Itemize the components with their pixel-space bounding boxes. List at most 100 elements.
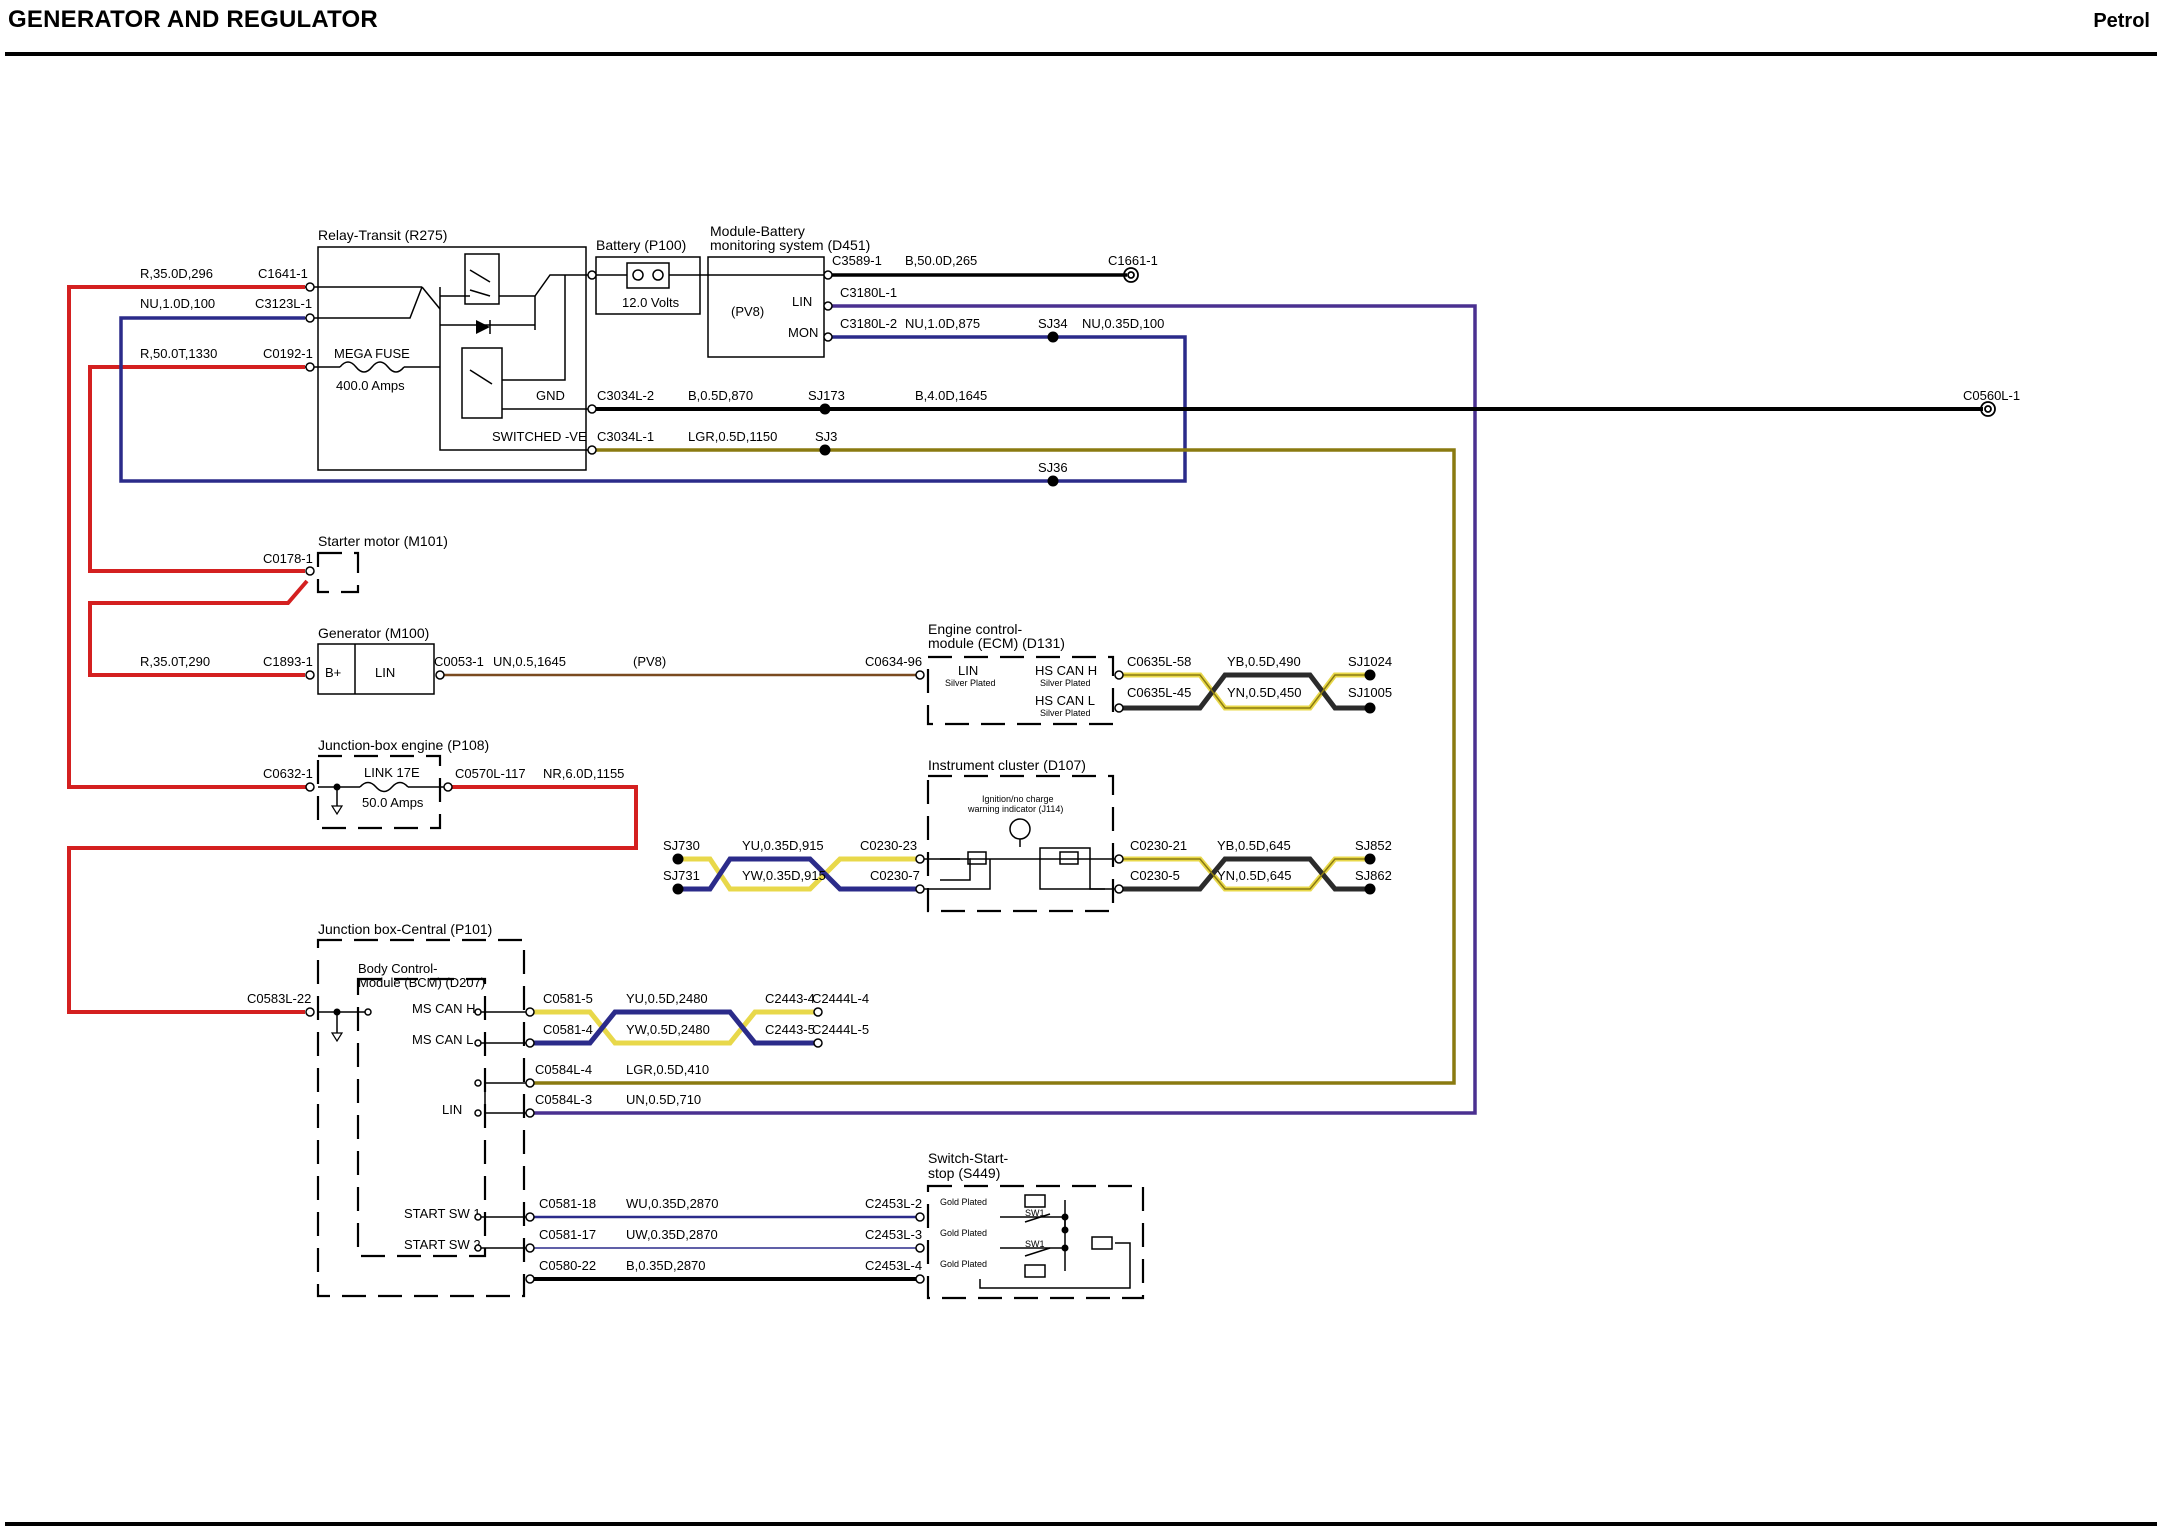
conn-c0053: C0053-1	[434, 654, 484, 669]
wire-label-r-1330: R,50.0T,1330	[140, 346, 217, 361]
page-title: GENERATOR AND REGULATOR	[8, 6, 378, 33]
ecm-title-2: module (ECM) (D131)	[928, 635, 1065, 651]
twisted-pair-ms-can	[530, 1009, 818, 1046]
conn-c0230-5: C0230-5	[1130, 868, 1180, 883]
generator-bplus: B+	[325, 665, 341, 680]
splice-sj730: SJ730	[663, 838, 700, 853]
wire-r-296	[67, 285, 307, 789]
ecm-lin-plating: Silver Plated	[945, 678, 996, 688]
relay-switched-label: SWITCHED -VE	[492, 429, 587, 444]
twisted-pair-cluster-left	[678, 856, 920, 892]
conn-c0634-96: C0634-96	[865, 654, 922, 669]
ecm-title-1: Engine control-	[928, 621, 1023, 637]
bcm-title-1: Body Control-	[358, 961, 437, 976]
jb-central-title: Junction box-Central (P101)	[318, 921, 492, 937]
bms-pv8: (PV8)	[731, 304, 764, 319]
switch-plating-1: Gold Plated	[940, 1197, 987, 1207]
battery-voltage: 12.0 Volts	[622, 295, 680, 310]
bcm-start-sw-1: START SW 1	[404, 1206, 481, 1221]
wire-label-r-290: R,35.0T,290	[140, 654, 210, 669]
wire-nu-100	[119, 316, 1187, 483]
splice-sj862: SJ862	[1355, 868, 1392, 883]
relay-transit: Relay-Transit (R275) MEGA FUSE 400.0 Amp…	[305, 227, 592, 471]
battery-monitoring-module: Module-Battery monitoring system (D451) …	[707, 223, 870, 358]
wire-label-lgr-1150: LGR,0.5D,1150	[688, 429, 777, 444]
conn-c0583: C0583L-22	[247, 991, 311, 1006]
twisted-pair-hs-can	[1119, 672, 1370, 711]
conn-c0230-21: C0230-21	[1130, 838, 1187, 853]
ecm: Engine control- module (ECM) (D131) LIN …	[926, 621, 1115, 726]
starter-motor: Starter motor (M101)	[316, 533, 448, 594]
conn-c2443-4: C2443-4	[765, 991, 815, 1006]
conn-c0584-3: C0584L-3	[535, 1092, 592, 1107]
bcm-ms-can-h: MS CAN H	[412, 1001, 476, 1016]
bcm-title-2: Module (BCM) (D207)	[358, 975, 485, 990]
wire-label-pv8: (PV8)	[633, 654, 666, 669]
wire-label-b-2870: B,0.35D,2870	[626, 1258, 706, 1273]
twisted-pair-cluster-right	[1119, 856, 1370, 892]
wire-label-yw-2480: YW,0.5D,2480	[626, 1022, 710, 1037]
ground-terminals	[1123, 267, 1996, 417]
wire-label-yb-645: YB,0.5D,645	[1217, 838, 1291, 853]
cluster-indicator-2: warning indicator (J114)	[967, 804, 1063, 814]
conn-c3180-1: C3180L-1	[840, 285, 897, 300]
switch-plating-2: Gold Plated	[940, 1228, 987, 1238]
conn-c2453-2: C2453L-2	[865, 1196, 922, 1211]
ecm-hs-can-l: HS CAN L	[1035, 693, 1095, 708]
conn-c2443-5: C2443-5	[765, 1022, 815, 1037]
conn-c0584-4: C0584L-4	[535, 1062, 592, 1077]
starter-title: Starter motor (M101)	[318, 533, 448, 549]
conn-c0581-17: C0581-17	[539, 1227, 596, 1242]
wire-label-nu-100b: NU,0.35D,100	[1082, 316, 1164, 331]
footer-rule	[5, 1522, 2157, 1526]
relay-gnd-label: GND	[536, 388, 565, 403]
conn-c0632: C0632-1	[263, 766, 313, 781]
conn-c2453-3: C2453L-3	[865, 1227, 922, 1242]
switch-title-2: stop (S449)	[928, 1165, 1000, 1181]
jb-engine-link: LINK 17E	[364, 765, 420, 780]
switch-plating-3: Gold Plated	[940, 1259, 987, 1269]
header-rule	[5, 52, 2157, 56]
cluster-indicator-1: Ignition/no charge	[982, 794, 1054, 804]
wire-label-b-870: B,0.5D,870	[688, 388, 753, 403]
connector-terminals	[305, 270, 1124, 1284]
splice-sj1024: SJ1024	[1348, 654, 1392, 669]
wire-labels: R,35.0D,296 NU,1.0D,100 R,50.0T,1330 B,5…	[140, 253, 1301, 1273]
wire-label-uw-2870: UW,0.35D,2870	[626, 1227, 718, 1242]
switch-sw1-a: SW1	[1025, 1208, 1045, 1218]
splice-sj731: SJ731	[663, 868, 700, 883]
conn-c3034-1: C3034L-1	[597, 429, 654, 444]
switch-start-stop: Switch-Start- stop (S449) Gold Plated Go…	[926, 1150, 1145, 1300]
bms-title-1: Module-Battery	[710, 223, 805, 239]
conn-c0635-45: C0635L-45	[1127, 685, 1191, 700]
wire-starter-generator	[88, 579, 309, 677]
conn-c0560: C0560L-1	[1963, 388, 2020, 403]
conn-c0192: C0192-1	[263, 346, 313, 361]
wire-label-nu-875: NU,1.0D,875	[905, 316, 980, 331]
bms-mon: MON	[788, 325, 818, 340]
splice-sj1005: SJ1005	[1348, 685, 1392, 700]
generator-lin: LIN	[375, 665, 395, 680]
wire-label-un-1645: UN,0.5,1645	[493, 654, 566, 669]
splice-sj173: SJ173	[808, 388, 845, 403]
conn-c0581-5: C0581-5	[543, 991, 593, 1006]
conn-c0580-22: C0580-22	[539, 1258, 596, 1273]
splice-labels: SJ34 SJ173 SJ3 SJ36 SJ1024 SJ1005 SJ730 …	[663, 316, 1392, 883]
conn-c2444-5: C2444L-5	[812, 1022, 869, 1037]
switch-sw1-b: SW1	[1025, 1239, 1045, 1249]
ecm-hs-can-h: HS CAN H	[1035, 663, 1097, 678]
wire-label-wu-2870: WU,0.35D,2870	[626, 1196, 719, 1211]
generator-title: Generator (M100)	[318, 625, 429, 641]
mega-fuse-rating: 400.0 Amps	[336, 378, 405, 393]
wire-label-lgr-410: LGR,0.5D,410	[626, 1062, 709, 1077]
wire-lin-loop	[530, 304, 1477, 1115]
jb-engine-rating: 50.0 Amps	[362, 795, 424, 810]
wire-label-yn-645: YN,0.5D,645	[1217, 868, 1291, 883]
mega-fuse-label: MEGA FUSE	[334, 346, 410, 361]
jb-engine-title: Junction-box engine (P108)	[318, 737, 489, 753]
ecm-lin: LIN	[958, 663, 978, 678]
splice-sj36: SJ36	[1038, 460, 1068, 475]
splice-points	[333, 331, 1376, 1252]
conn-c3034-2: C3034L-2	[597, 388, 654, 403]
